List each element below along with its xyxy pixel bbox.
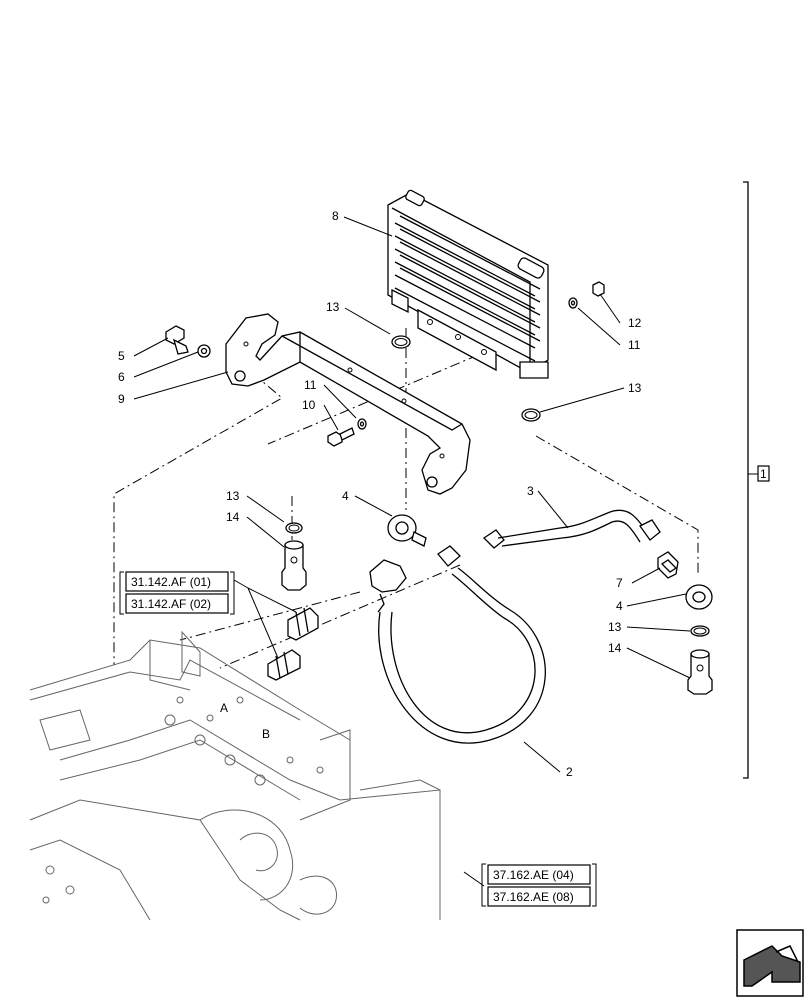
callout-5[interactable]: 5	[118, 349, 125, 363]
callout-13-top[interactable]: 13	[326, 300, 340, 314]
callout-9[interactable]: 9	[118, 392, 125, 406]
assembly-bracket: 1	[743, 181, 770, 779]
assembly-center-lines	[113, 328, 699, 669]
callout-numbers: 8 13 5 6 9 11 10 12 11 13 13 14 4 3 7 4 …	[118, 209, 642, 779]
reference-31-142-af: 31.142.AF (01) 31.142.AF (02)	[119, 571, 235, 615]
callout-11-right[interactable]: 11	[628, 338, 641, 352]
seal-rings-13	[285, 335, 710, 637]
mounting-bracket	[225, 313, 471, 495]
washer-11-upper	[568, 297, 578, 309]
banjo-fittings-4	[387, 514, 713, 610]
next-page-arrow-icon[interactable]	[736, 929, 804, 997]
oil-cooler	[387, 189, 549, 379]
reference-37-162-ae: 37.162.AE (04) 37.162.AE (08)	[481, 863, 597, 907]
callout-13-lower-right[interactable]: 13	[608, 620, 622, 634]
adapter-7	[657, 551, 679, 579]
callout-1[interactable]: 1	[760, 467, 767, 481]
callout-4-left[interactable]: 4	[342, 489, 349, 503]
callout-13-right[interactable]: 13	[628, 381, 642, 395]
callout-10[interactable]: 10	[302, 398, 316, 412]
callout-14-right[interactable]: 14	[608, 641, 622, 655]
frame-letter-b: B	[262, 727, 270, 741]
leader-lines	[133, 216, 691, 887]
ref-37-162-ae-08[interactable]: 37.162.AE (08)	[493, 890, 574, 904]
callout-12[interactable]: 12	[628, 316, 642, 330]
bolt-10	[327, 427, 355, 447]
callout-13-left[interactable]: 13	[226, 489, 240, 503]
nut-12	[592, 281, 605, 297]
callout-8[interactable]: 8	[332, 209, 339, 223]
banjo-bolts-14	[281, 540, 713, 695]
hose-end-adapters	[267, 607, 319, 681]
callout-3[interactable]: 3	[527, 484, 534, 498]
tractor-frame: A B	[29, 630, 441, 921]
washer-11-lower	[357, 418, 367, 430]
ref-37-162-ae-04[interactable]: 37.162.AE (04)	[493, 868, 574, 882]
tube-3	[482, 509, 661, 549]
ref-31-142-af-01[interactable]: 31.142.AF (01)	[131, 575, 211, 589]
callout-14-left[interactable]: 14	[226, 510, 240, 524]
callout-4-right[interactable]: 4	[616, 599, 623, 613]
callout-6[interactable]: 6	[118, 370, 125, 384]
bolt-5	[165, 325, 189, 355]
hose-2	[369, 545, 546, 744]
frame-letter-a: A	[220, 701, 228, 715]
washer-6	[197, 344, 211, 358]
callout-2[interactable]: 2	[566, 765, 573, 779]
ref-31-142-af-02[interactable]: 31.142.AF (02)	[131, 597, 211, 611]
callout-7[interactable]: 7	[616, 576, 623, 590]
callout-11-left[interactable]: 11	[304, 378, 317, 392]
